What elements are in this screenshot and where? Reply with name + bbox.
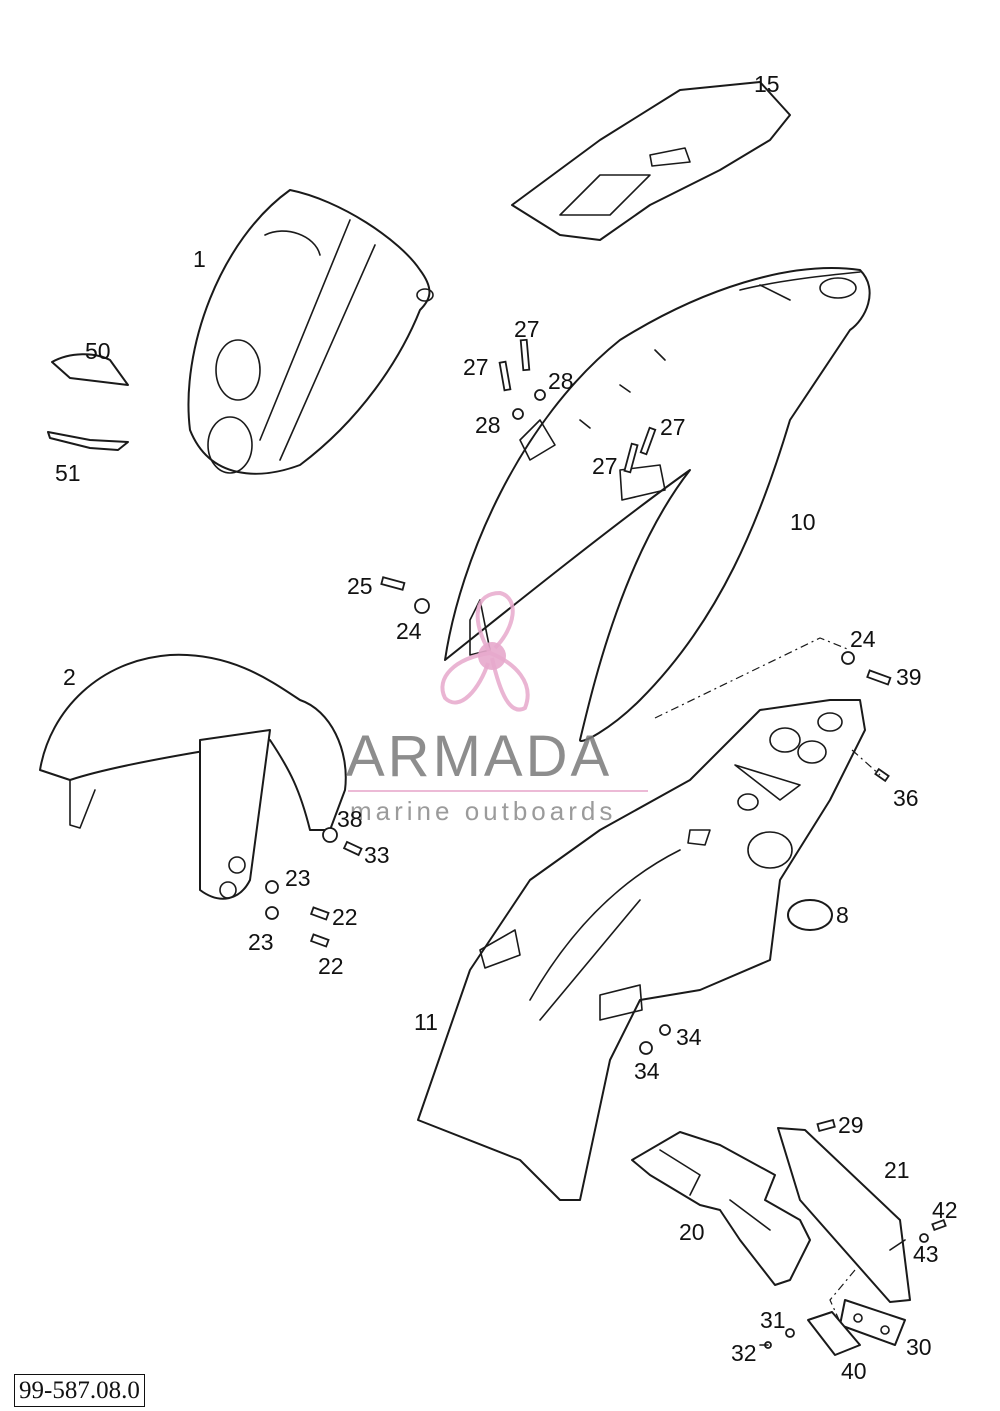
part-label-28b: 28: [475, 412, 501, 438]
part-label-25: 25: [347, 573, 373, 599]
watermark-tagline: marine outboards: [350, 796, 617, 826]
part-label-2: 2: [63, 664, 76, 690]
part-label-27c: 27: [660, 414, 686, 440]
part-label-32: 32: [731, 1340, 757, 1366]
part-label-23b: 23: [248, 929, 274, 955]
part-label-42: 42: [932, 1197, 958, 1223]
part-label-34b: 34: [634, 1058, 660, 1084]
part-label-24b: 24: [850, 626, 876, 652]
part-50-sticker: [51, 353, 129, 386]
part-label-27a: 27: [514, 316, 540, 342]
hardware: [265, 338, 947, 1349]
part-label-27d: 27: [592, 453, 618, 479]
reference-line-30: [829, 1269, 856, 1323]
part-label-31: 31: [760, 1307, 786, 1333]
part-label-27b: 27: [463, 354, 489, 380]
part-10-tail-cover: [444, 267, 871, 742]
watermark-divider: [348, 790, 648, 792]
part-11-rear-fender: [417, 699, 866, 1201]
part-8-cap: [787, 899, 833, 931]
part-label-30: 30: [906, 1334, 932, 1360]
part-label-34a: 34: [676, 1024, 702, 1050]
part-label-15: 15: [754, 71, 780, 97]
part-1-headlight-mask: [187, 189, 434, 475]
part-label-39: 39: [896, 664, 922, 690]
leader-43: [889, 1239, 906, 1251]
reference-line-36: [851, 749, 881, 776]
part-label-23a: 23: [285, 865, 311, 891]
document-code: 99-587.08.0: [14, 1374, 145, 1407]
part-label-24a: 24: [396, 618, 422, 644]
part-40-light-holder: [807, 1311, 861, 1356]
part-label-36: 36: [893, 785, 919, 811]
part-label-22b: 22: [318, 953, 344, 979]
part-20-plate-bracket: [631, 1131, 811, 1286]
part-label-20: 20: [679, 1219, 705, 1245]
part-label-38: 38: [337, 806, 363, 832]
part-15-seat-pad: [511, 81, 791, 241]
reference-line-24: [654, 637, 851, 719]
part-2-front-fender: [39, 653, 347, 900]
part-51-sticker: [47, 431, 129, 451]
part-label-22a: 22: [332, 904, 358, 930]
part-label-33: 33: [364, 842, 390, 868]
part-label-40: 40: [841, 1358, 867, 1384]
propeller-logo-icon: [440, 590, 530, 712]
part-label-28a: 28: [548, 368, 574, 394]
part-label-29: 29: [838, 1112, 864, 1138]
part-label-11: 11: [414, 1009, 438, 1035]
part-21-plate-holder: [777, 1127, 911, 1303]
part-label-43: 43: [913, 1241, 939, 1267]
part-label-21: 21: [884, 1157, 910, 1183]
part-label-50: 50: [85, 338, 111, 364]
part-label-51: 51: [55, 460, 81, 486]
part-label-8: 8: [836, 902, 849, 928]
part-30-plate-light: [839, 1299, 906, 1346]
watermark-brand: ARMADA: [346, 724, 613, 789]
part-label-10: 10: [790, 509, 816, 535]
part-label-1: 1: [193, 246, 206, 272]
